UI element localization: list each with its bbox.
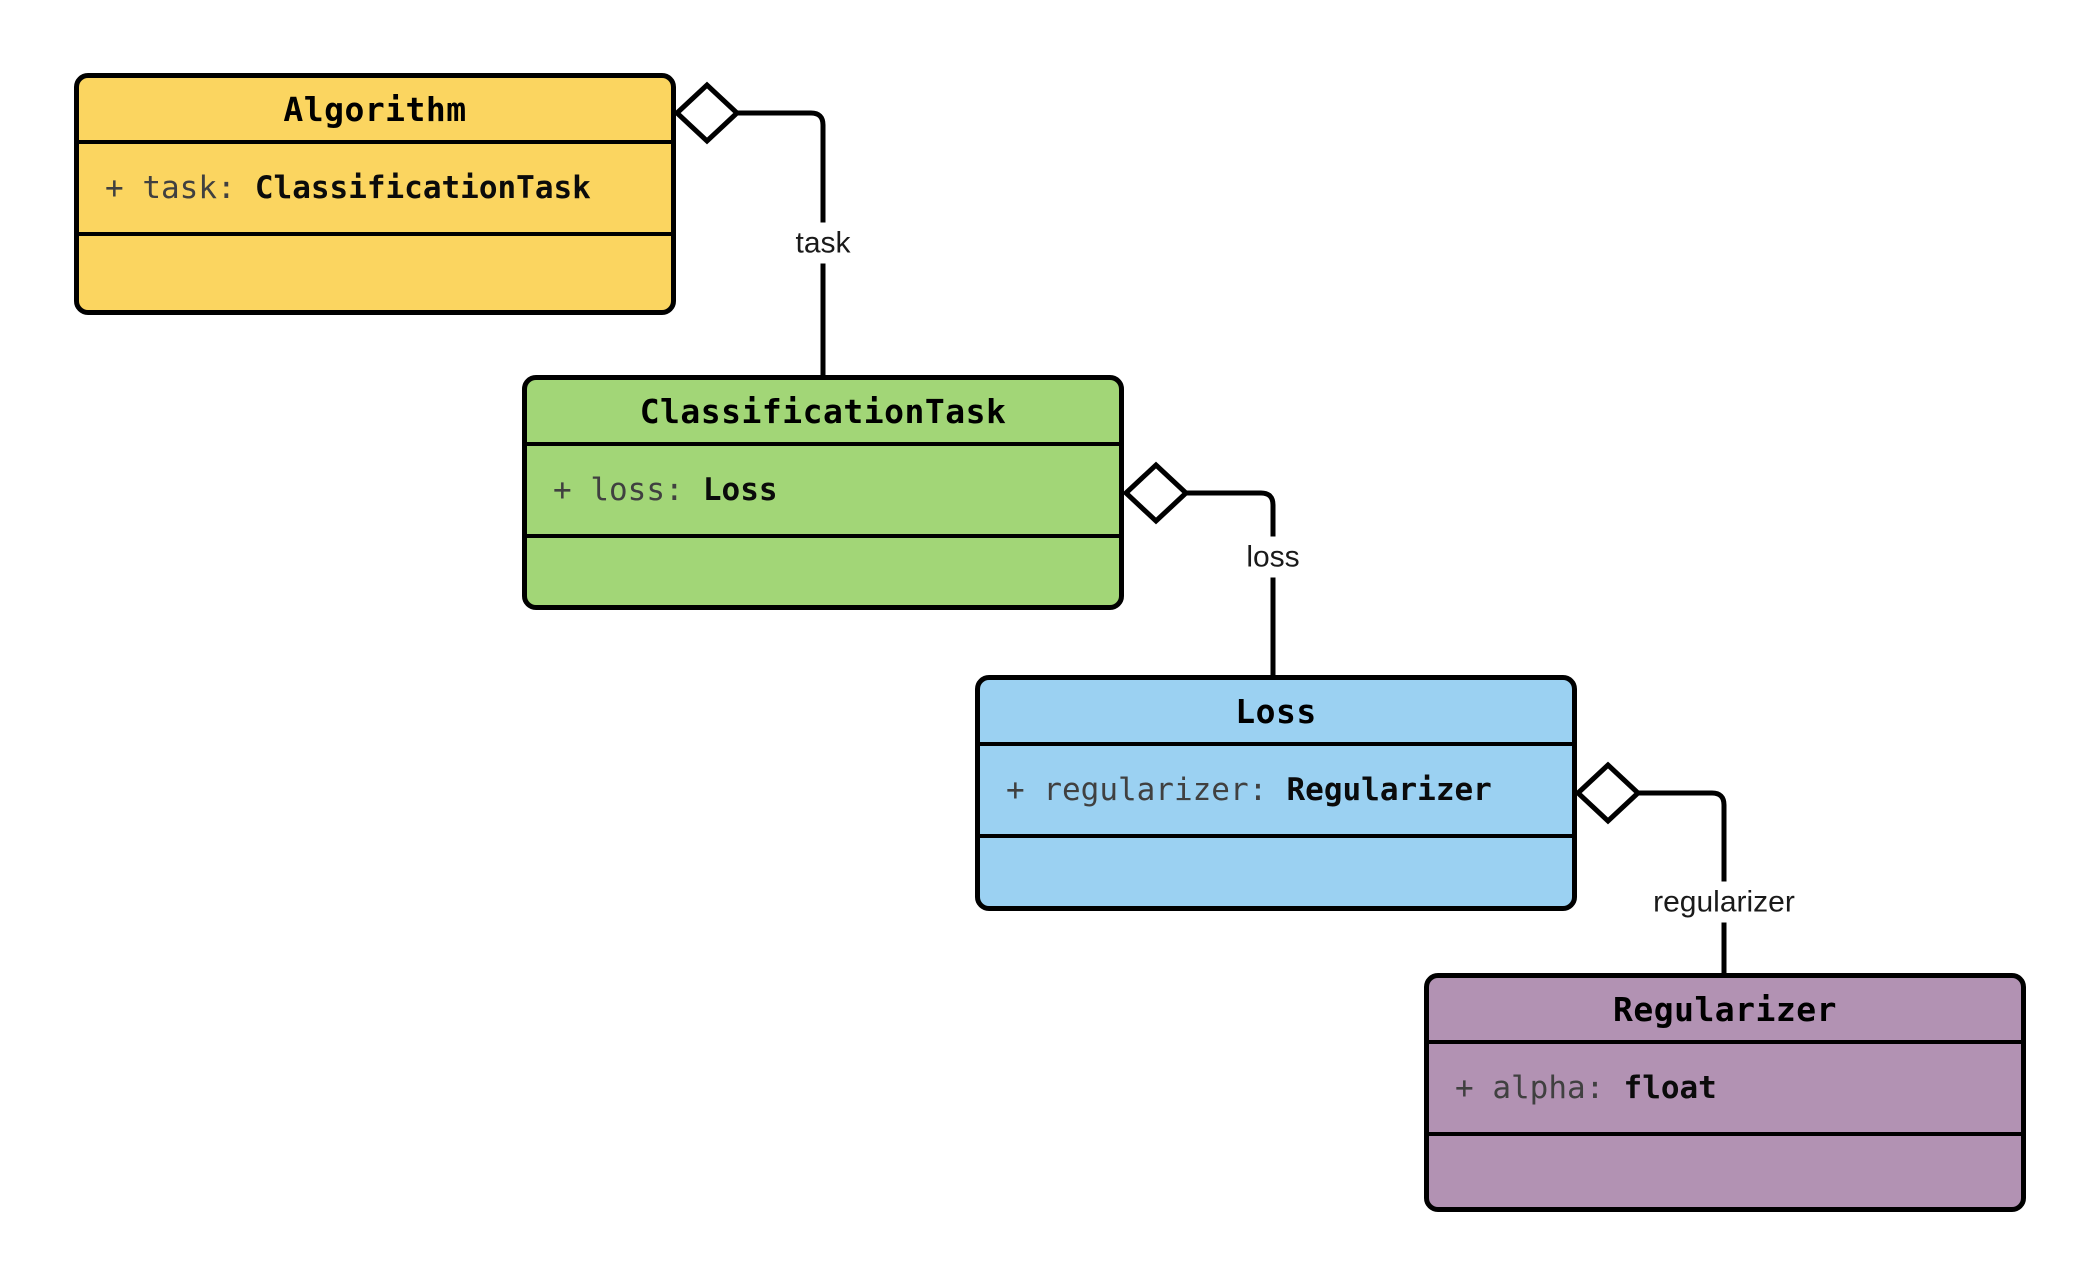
class-classificationtask: ClassificationTask + loss: Loss	[522, 375, 1124, 610]
class-algorithm-methods-empty	[79, 236, 671, 310]
attribute-type: ClassificationTask	[254, 170, 591, 206]
edge-label-task: task	[789, 222, 857, 264]
class-regularizer: Regularizer + alpha: float	[1424, 973, 2026, 1212]
class-loss-methods-empty	[980, 838, 1572, 906]
aggregation-connector-loss	[1186, 490, 1276, 675]
attribute-type: float	[1623, 1070, 1717, 1106]
attribute-type: Regularizer	[1286, 772, 1492, 808]
class-regularizer-methods-empty	[1429, 1136, 2021, 1207]
aggregation-diamond-task	[673, 81, 741, 145]
attribute-name: + regularizer:	[1006, 772, 1268, 808]
class-algorithm-attributes: + task: ClassificationTask	[79, 140, 671, 236]
class-classificationtask-attributes: + loss: Loss	[527, 442, 1119, 538]
class-algorithm-title: Algorithm	[283, 89, 467, 129]
class-loss-title: Loss	[1235, 691, 1317, 731]
attribute-name: + loss:	[553, 472, 684, 508]
class-regularizer-title: Regularizer	[1612, 989, 1838, 1029]
aggregation-diamond-loss	[1122, 461, 1190, 525]
class-algorithm: Algorithm + task: ClassificationTask	[74, 73, 676, 315]
attribute-name: + task:	[105, 170, 236, 206]
class-loss-attributes: + regularizer: Regularizer	[980, 742, 1572, 838]
class-classificationtask-methods-empty	[527, 538, 1119, 605]
attribute-type: Loss	[702, 472, 778, 508]
edge-label-regularizer: regularizer	[1647, 881, 1801, 923]
edge-label-loss: loss	[1240, 536, 1306, 578]
class-classificationtask-title: ClassificationTask	[639, 391, 1007, 431]
aggregation-diamond-regularizer	[1574, 761, 1642, 825]
class-loss: Loss + regularizer: Regularizer	[975, 675, 1577, 911]
class-regularizer-attributes: + alpha: float	[1429, 1040, 2021, 1136]
attribute-name: + alpha:	[1455, 1070, 1605, 1106]
